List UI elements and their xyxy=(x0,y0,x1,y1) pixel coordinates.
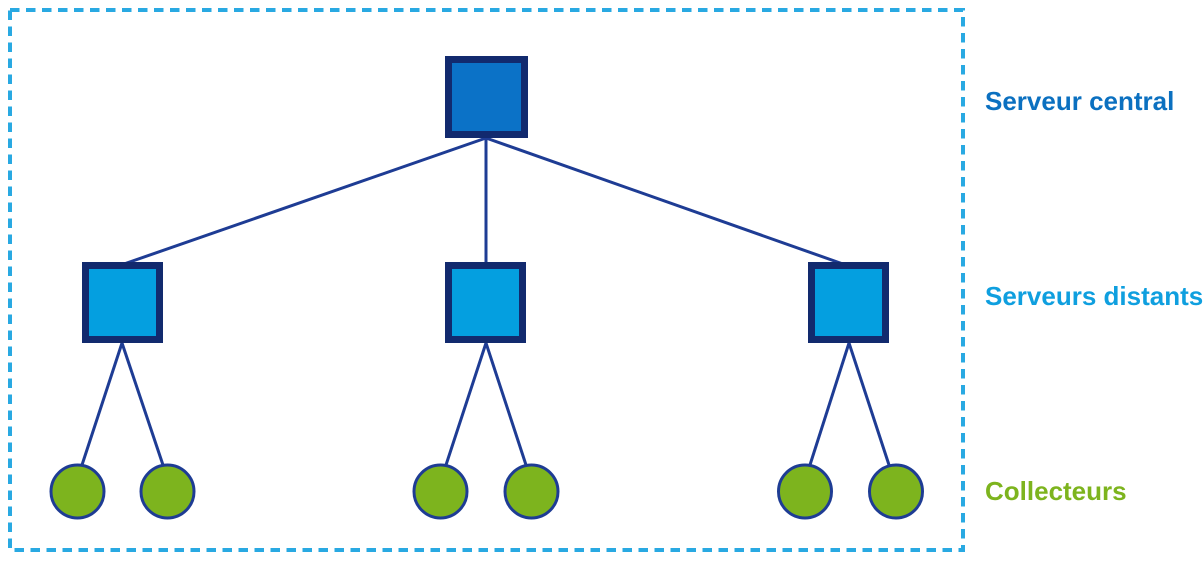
edge-central-remote-1 xyxy=(123,136,487,266)
edge-remote1-collector2 xyxy=(120,342,166,469)
remote-server-node-3 xyxy=(808,262,889,343)
edge-remote1-collector1 xyxy=(79,342,124,469)
collector-node-3 xyxy=(412,463,469,520)
edge-central-remote-3 xyxy=(485,136,844,266)
dashed-boundary-frame xyxy=(8,8,965,552)
collector-node-6 xyxy=(868,463,924,520)
edge-remote2-collector1 xyxy=(443,342,488,469)
edge-remote3-collector2 xyxy=(847,342,892,469)
label-serveur-central: Serveur central xyxy=(985,86,1175,116)
remote-server-node-2 xyxy=(445,262,526,343)
remote-server-node-1 xyxy=(82,262,163,343)
collector-node-2 xyxy=(139,463,196,520)
central-server-node xyxy=(445,56,528,138)
label-serveurs-distants: Serveurs distants xyxy=(985,281,1203,311)
edge-remote3-collector1 xyxy=(807,342,851,469)
collector-node-4 xyxy=(503,463,560,520)
collector-node-1 xyxy=(49,463,106,520)
edges-central-to-remote xyxy=(123,136,844,266)
edge-remote2-collector2 xyxy=(484,342,529,469)
edges-remote-to-collectors xyxy=(79,342,892,469)
label-collecteurs: Collecteurs xyxy=(985,476,1127,506)
collector-node-5 xyxy=(777,463,833,520)
